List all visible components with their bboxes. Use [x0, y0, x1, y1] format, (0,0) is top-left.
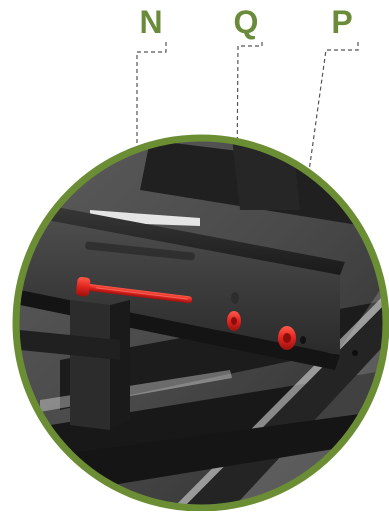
washer-icon: [227, 311, 241, 331]
callout-label-q: Q: [226, 6, 266, 38]
callout-label-p: P: [322, 6, 362, 38]
callout-label-n: N: [131, 6, 171, 38]
